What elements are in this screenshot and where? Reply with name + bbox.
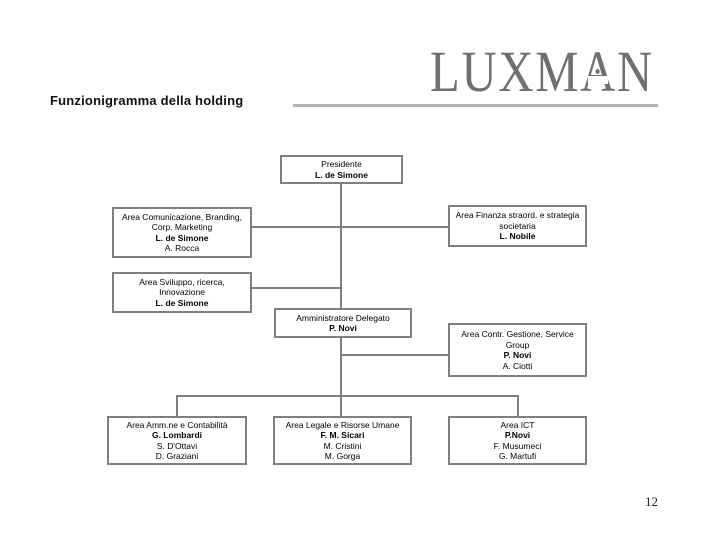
node-line: Corp. Marketing (151, 222, 213, 232)
node-line: Group (505, 339, 530, 350)
node-line: M. Cristini (323, 440, 362, 451)
node-line: D. Graziani (155, 451, 199, 461)
logo-a-dot-icon (595, 69, 600, 74)
connector-sviluppo-horizontal (252, 287, 342, 289)
node-line: P.Novi (504, 430, 531, 440)
node-line: societaria (499, 220, 536, 231)
logo-a-crossbar-cover (587, 76, 609, 84)
org-node-amministrazione-contabilita: Area Amm.ne e Contabilità G. Lombardi S.… (107, 416, 247, 465)
connector-drop-amministrazione (176, 395, 178, 416)
org-node-amministratore-delegato: Amministratore Delegato P. Novi (274, 308, 412, 338)
node-line: F. M. Sicari (320, 430, 365, 440)
node-line: S. D'Ottavi (156, 440, 198, 451)
logo-letter: L (430, 39, 462, 104)
connector-bottom-row-horizontal (176, 395, 519, 397)
logo-letter: U (461, 39, 499, 104)
node-line: L. de Simone (155, 232, 209, 243)
node-line: M. Gorga (324, 451, 361, 461)
logo-letter: M (535, 39, 581, 104)
node-line: L. de Simone (315, 169, 368, 180)
logo-letter: X (498, 39, 536, 104)
node-line: L. Nobile (499, 231, 536, 242)
node-line: Innovazione (159, 287, 205, 298)
node-line: P. Novi (329, 323, 357, 333)
node-line: Area Contr. Gestione, Service (461, 329, 574, 339)
page-title: Funzionigramma della holding (50, 93, 244, 108)
node-line: Area Legale e Risorse Umane (285, 419, 400, 430)
node-line: G. Martufi (498, 451, 537, 461)
node-line: A. Ciotti (502, 360, 533, 371)
node-line: Area Finanza straord. e strategia (455, 210, 580, 221)
logo-letter: N (617, 39, 654, 104)
org-node-comunicazione: Area Comunicazione, Branding, Corp. Mark… (112, 207, 252, 258)
luxman-logo: LUXMAN (430, 43, 654, 101)
node-line: Area Comunicazione, Branding, (121, 211, 242, 222)
org-node-contr-gestione: Area Contr. Gestione, Service Group P. N… (448, 323, 587, 377)
connector-ad-down (340, 338, 342, 397)
connector-drop-legale (340, 395, 342, 416)
node-line: Area Amm.ne e Contabilità (126, 419, 228, 430)
connector-drop-ict (517, 395, 519, 416)
node-line: A. Rocca (164, 243, 200, 253)
connector-presidente-down (340, 184, 342, 308)
node-line: Area Sviluppo, ricerca, (139, 276, 225, 287)
org-node-finanza: Area Finanza straord. e strategia societ… (448, 205, 587, 247)
org-node-ict: Area ICT P.Novi F. Musumeci G. Martufi (448, 416, 587, 465)
connector-level1-horizontal (252, 226, 448, 228)
page-number: 12 (645, 494, 658, 509)
node-line: Area ICT (500, 419, 535, 430)
node-line: L. de Simone (155, 297, 209, 308)
org-node-presidente: Presidente L. de Simone (280, 155, 403, 184)
org-node-sviluppo: Area Sviluppo, ricerca, Innovazione L. d… (112, 272, 252, 313)
node-line: G. Lombardi (151, 430, 203, 440)
title-underline (293, 104, 658, 107)
node-line: P. Novi (503, 350, 532, 360)
node-line: Amministratore Delegato (296, 312, 390, 323)
node-line: Presidente (321, 159, 362, 169)
node-line: F. Musumeci (493, 440, 542, 451)
org-node-legale-risorse-umane: Area Legale e Risorse Umane F. M. Sicari… (273, 416, 412, 465)
connector-contr-gestione-horizontal (341, 354, 448, 356)
